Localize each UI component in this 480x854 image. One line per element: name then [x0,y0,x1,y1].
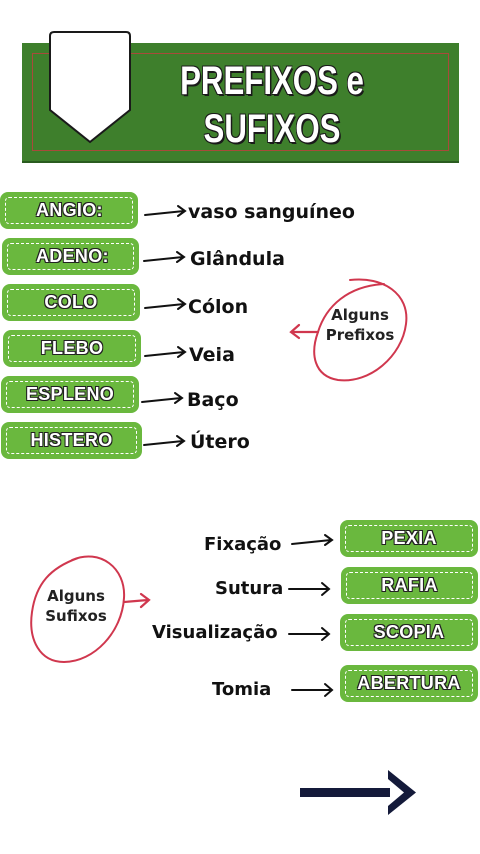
page-title: PREFIXOS e SUFIXOS [171,57,374,153]
bookmark-icon [49,31,131,144]
title-line-2: SUFIXOS [203,107,341,151]
arrow-right-icon [288,627,331,641]
arrow-right-icon [144,346,187,358]
arrow-right-icon[interactable] [300,768,418,818]
suffix-term-abertura: ABERTURA [342,667,476,700]
arrow-right-icon [143,435,186,447]
prefix-meaning-colo: Cólon [188,296,249,318]
suffix-note-circle [30,555,151,664]
suffix-term-pexia: PEXIA [342,522,476,555]
suffix-meaning-sutura: Sutura [215,578,284,599]
banner-frame [32,53,449,151]
prefix-term-flebo: FLEBO [5,332,139,365]
suffix-meaning-fixacao: Fixação [204,534,282,555]
prefix-meaning-adeno: Glândula [190,248,285,270]
prefix-meaning-espleno: Baço [187,389,239,411]
suffix-meaning-tomia: Tomia [212,679,272,700]
suffix-term-rafia: RAFIA [343,569,476,602]
prefix-note-circle [289,278,408,382]
prefix-meaning-angio: vaso sanguíneo [188,201,355,223]
arrow-right-icon [144,205,187,217]
suffix-meaning-visualizacao: Visualização [152,622,278,643]
arrow-right-icon [143,251,186,263]
prefix-term-angio: ANGIO: [2,194,136,227]
suffix-note: Alguns Sufixos [45,587,107,625]
prefix-meaning-histero: Útero [190,431,250,453]
prefix-meaning-flebo: Veia [189,344,235,366]
arrow-right-icon [291,683,334,697]
prefix-term-adeno: ADENO: [4,240,137,273]
prefix-term-espleno: ESPLENO [3,378,137,411]
title-line-1: PREFIXOS e [180,59,364,103]
prefix-note: Alguns Prefixos [325,306,395,344]
prefix-term-histero: HISTERO [3,424,140,457]
arrow-right-icon [141,392,184,404]
prefix-term-colo: COLO [4,286,138,319]
arrow-right-icon [288,582,331,596]
arrow-right-icon [144,298,187,310]
suffix-term-scopia: SCOPIA [342,616,476,649]
arrow-right-icon [291,534,334,546]
